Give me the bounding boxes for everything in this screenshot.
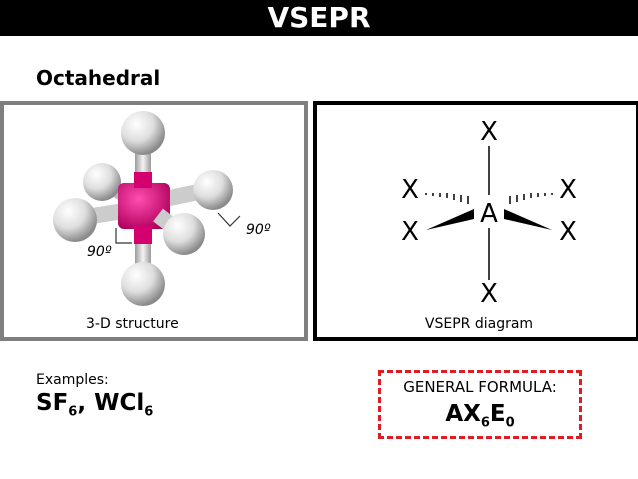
ligand-sphere-back-left <box>83 163 121 201</box>
ligand-label-lower-left: X <box>401 217 419 247</box>
ligand-sphere-right <box>193 170 233 210</box>
structure-caption: 3-D structure <box>86 316 179 332</box>
wedge-bond-right <box>504 209 552 230</box>
geometry-name: Octahedral <box>36 66 161 90</box>
formula-label: GENERAL FORMULA: <box>403 378 557 396</box>
central-atom-top-band <box>134 172 152 188</box>
hashed-bond-left <box>425 193 469 204</box>
compound1-subscript: 6 <box>68 404 78 420</box>
formula-part2: E <box>489 401 506 427</box>
formula-sub1: 6 <box>480 415 490 431</box>
ligand-label-bottom: X <box>480 279 498 309</box>
hashed-bond-right <box>509 193 553 204</box>
vsepr-diagram-panel <box>313 101 638 341</box>
angle-label-left: 90º <box>87 244 112 260</box>
central-atom-bottom-band <box>134 226 152 244</box>
formula-value: AX6E0 <box>381 401 579 431</box>
diagram-caption: VSEPR diagram <box>425 316 533 332</box>
central-atom-label: A <box>480 199 498 229</box>
ligand-sphere-top <box>121 111 165 155</box>
compound-separator: , <box>77 390 87 416</box>
ligand-label-upper-left: X <box>401 175 419 205</box>
angle-label-right: 90º <box>246 222 271 238</box>
page-title: VSEPR <box>243 0 395 36</box>
ligand-label-top: X <box>480 117 498 147</box>
ligand-label-lower-right: X <box>559 217 577 247</box>
ligand-label-upper-right: X <box>559 175 577 205</box>
compound1-base: SF <box>36 390 69 416</box>
angle-mark-left <box>115 228 132 244</box>
ligand-sphere-bottom <box>121 262 165 306</box>
formula-part1: AX <box>445 401 481 427</box>
compound2-base: WCl <box>94 390 145 416</box>
compound2-subscript: 6 <box>144 404 154 420</box>
angle-mark-right <box>217 212 241 227</box>
ligand-sphere-front <box>163 213 205 255</box>
examples-compounds: SF6, WCl6 <box>36 390 153 420</box>
general-formula-box: GENERAL FORMULA: AX6E0 <box>378 370 582 439</box>
ligand-sphere-left <box>53 198 97 242</box>
examples-label: Examples: <box>36 372 109 388</box>
wedge-bond-left <box>426 209 474 230</box>
formula-sub2: 0 <box>505 415 515 431</box>
